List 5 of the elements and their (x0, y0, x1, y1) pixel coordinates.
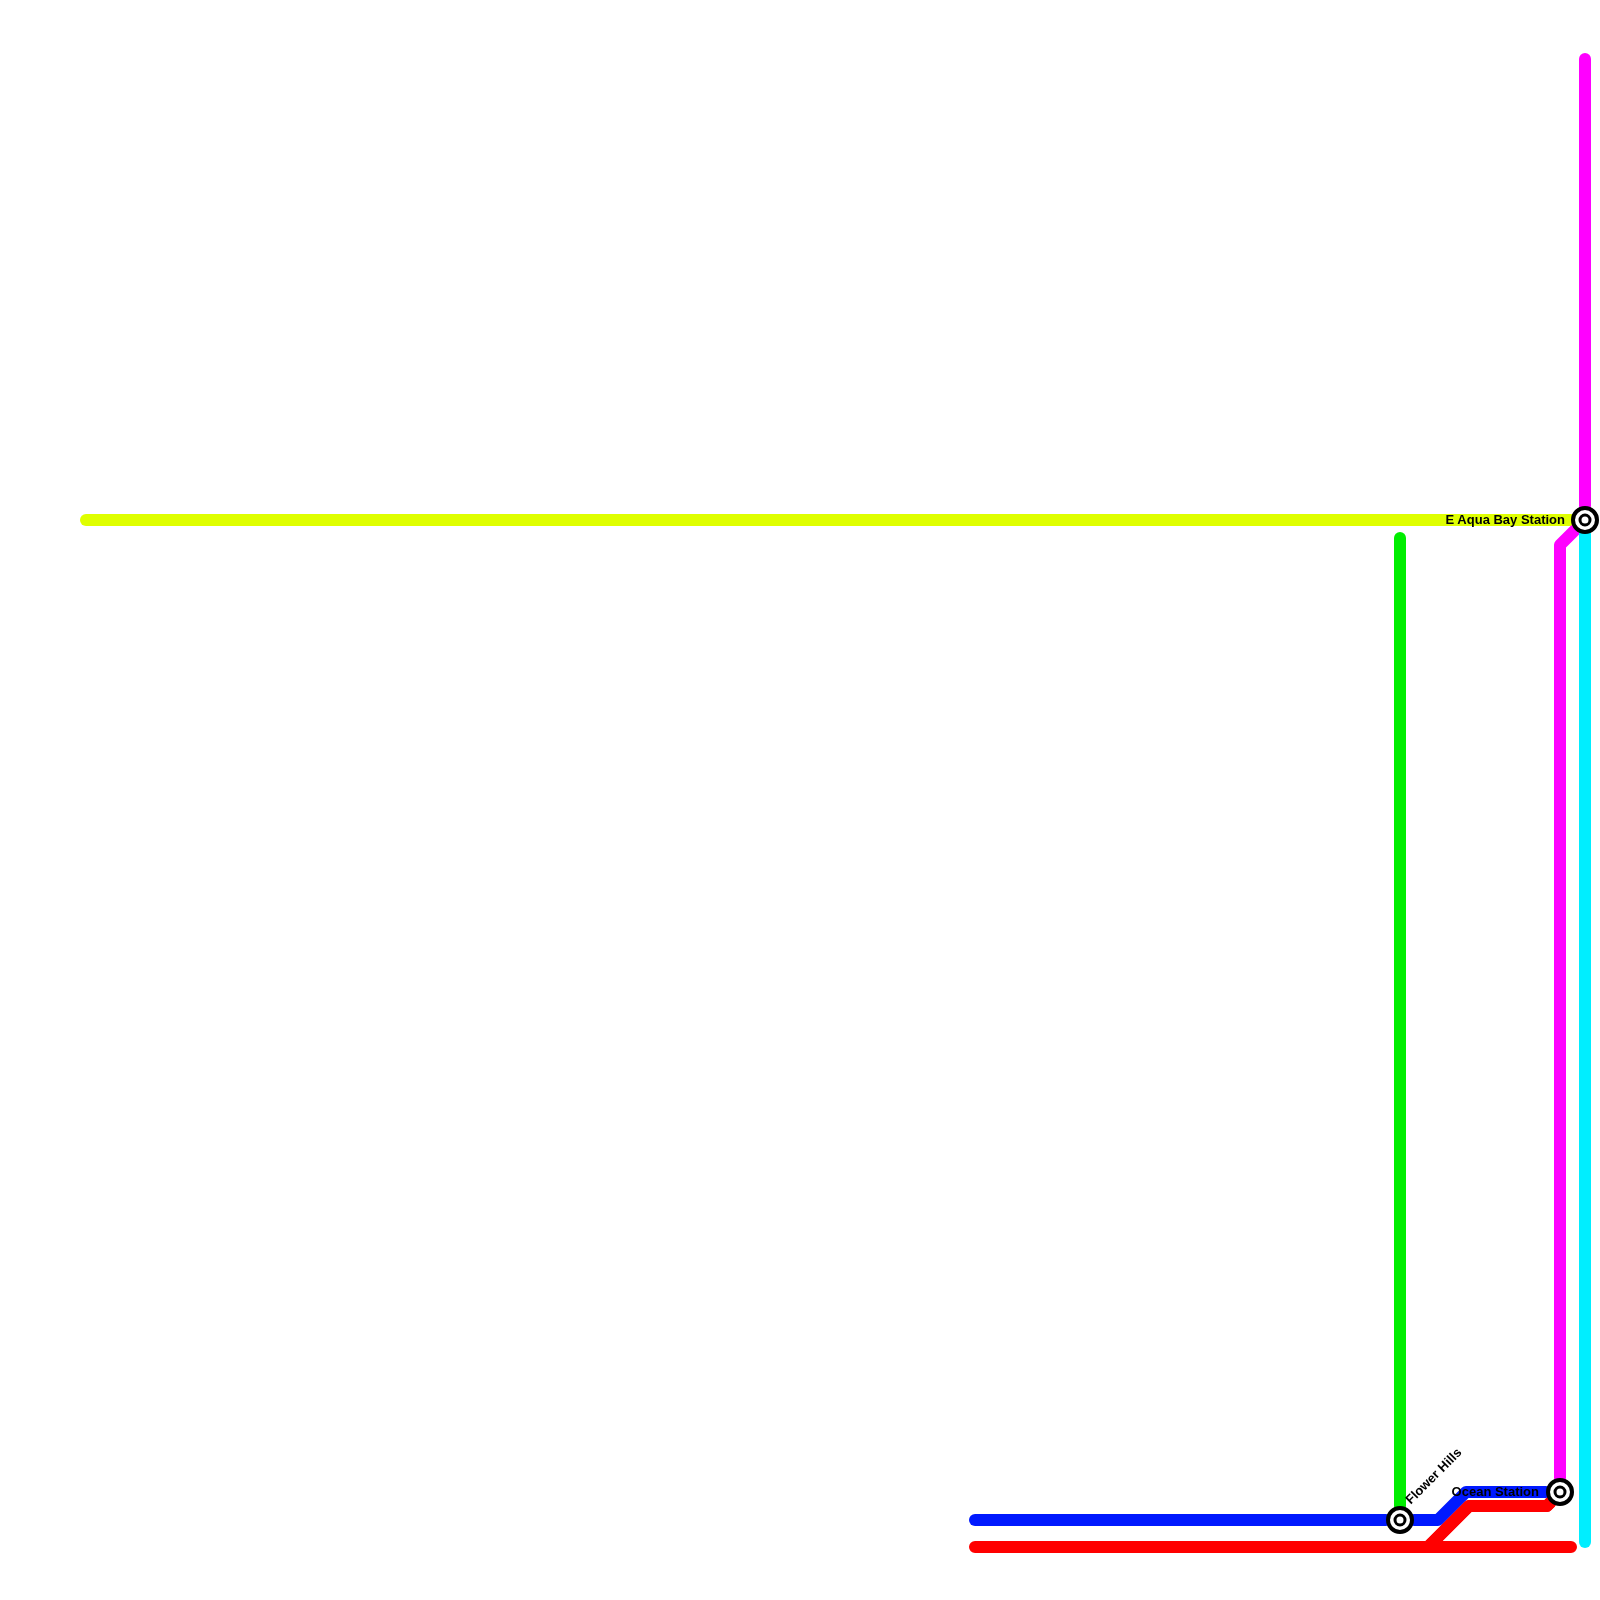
station-label: E Aqua Bay Station (1444, 511, 1565, 529)
station-icon (1571, 506, 1599, 534)
station-icon (1546, 1478, 1574, 1506)
metro-line (1422, 1496, 1577, 1553)
station-icon (1386, 1506, 1414, 1534)
